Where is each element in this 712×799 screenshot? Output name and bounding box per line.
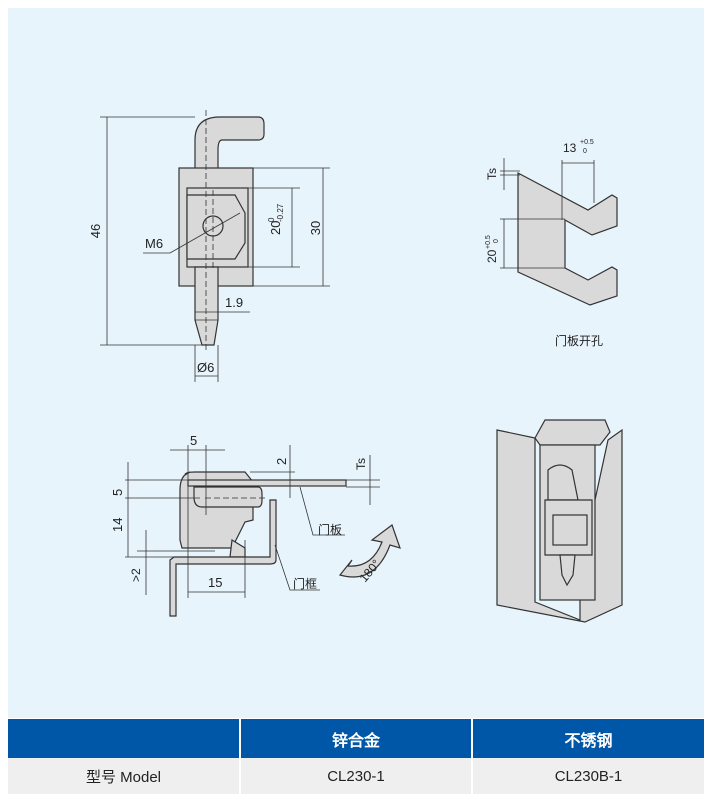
dim-width: 13 [563, 141, 577, 155]
dim-body-height: 30 [308, 221, 323, 235]
dim-slot-tol-upper: 0 [267, 217, 276, 222]
dim-slot: 20 [268, 221, 283, 235]
cutout-view: 13 +0.5 0 Ts 20 +0.5 0 门板开孔 [485, 139, 618, 348]
front-view: 46 30 20 0 -0.27 M6 1.9 Ø6 [88, 110, 330, 382]
model-stainless: CL230B-1 [471, 758, 704, 794]
dim-14: 14 [110, 518, 125, 532]
dim-15: 15 [208, 575, 222, 590]
dim-height-tol-upper: +0.5 [485, 235, 492, 249]
table-row: 型号 Model CL230-1 CL230B-1 [8, 758, 704, 794]
label-door: 门板 [318, 522, 342, 537]
dim-width-tol-lower: 0 [583, 148, 587, 155]
table-header-row: 锌合金 不锈钢 [8, 719, 704, 758]
dim-pin-offset: 1.9 [225, 295, 243, 310]
dim-pin-diameter: Ø6 [197, 360, 214, 375]
label-frame: 门框 [293, 576, 317, 591]
dim-height: 46 [88, 224, 103, 238]
isometric-view [496, 419, 623, 623]
cutout-caption: 门板开孔 [555, 333, 603, 348]
dim-width-tol-upper: +0.5 [580, 139, 594, 146]
section-view: 5 2 Ts 5 14 >2 15 门板 门框 180° [110, 433, 401, 617]
header-stainless: 不锈钢 [471, 719, 704, 758]
dim-thickness: Ts [485, 168, 499, 180]
dim-ts: Ts [354, 458, 368, 470]
model-table: 锌合金 不锈钢 型号 Model CL230-1 CL230B-1 [8, 719, 704, 794]
technical-drawing: 46 30 20 0 -0.27 M6 1.9 Ø6 13 +0.5 0 Ts … [88, 110, 623, 623]
dim-gt2: >2 [129, 568, 143, 582]
dim-slot-tol-lower: -0.27 [276, 203, 285, 222]
header-blank [8, 719, 240, 758]
header-zinc-alloy: 锌合金 [239, 719, 472, 758]
dim-height-tol-lower: 0 [493, 239, 500, 243]
dim-top-5: 5 [190, 433, 197, 448]
drawing-panel: 46 30 20 0 -0.27 M6 1.9 Ø6 13 +0.5 0 Ts … [8, 8, 704, 718]
row-label: 型号 Model [8, 758, 240, 794]
dim-height: 20 [485, 249, 499, 263]
dim-thread: M6 [145, 236, 163, 251]
dim-left-5: 5 [110, 489, 125, 496]
model-zinc: CL230-1 [239, 758, 472, 794]
dim-gap-2: 2 [274, 458, 289, 465]
